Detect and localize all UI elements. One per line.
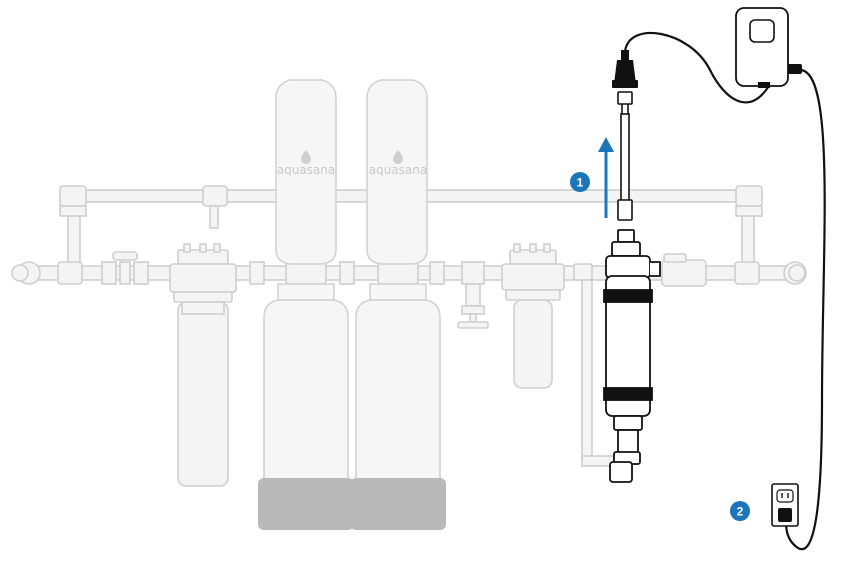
droplet-logo-icon (393, 150, 403, 164)
uv-controller (735, 7, 802, 88)
drain-valve (457, 283, 489, 329)
wall-outlet (771, 483, 799, 527)
uv-sterilizer (603, 229, 661, 483)
uv-return-pipe (573, 263, 619, 467)
step-badge-2: 2 (730, 501, 750, 521)
tank-brand-label: aquasana (369, 163, 428, 177)
lamp-connector (612, 50, 638, 88)
step-badge-1: 1 (570, 172, 590, 192)
pre-filter-right (501, 243, 565, 389)
step-number: 2 (737, 505, 744, 519)
uv-lamp (617, 91, 633, 221)
plug-icon (778, 508, 792, 522)
filter-tank-left: aquasana (258, 79, 354, 530)
droplet-logo-icon (301, 150, 311, 164)
insertion-arrow (598, 137, 614, 218)
pre-filter-left (169, 243, 237, 487)
bypass-pipe (59, 185, 763, 273)
tank-brand-label: aquasana (277, 163, 336, 177)
power-cord (623, 31, 826, 551)
uv-controller-icon (749, 19, 775, 43)
step-number: 1 (577, 176, 584, 190)
filter-tank-right: aquasana (350, 79, 446, 530)
